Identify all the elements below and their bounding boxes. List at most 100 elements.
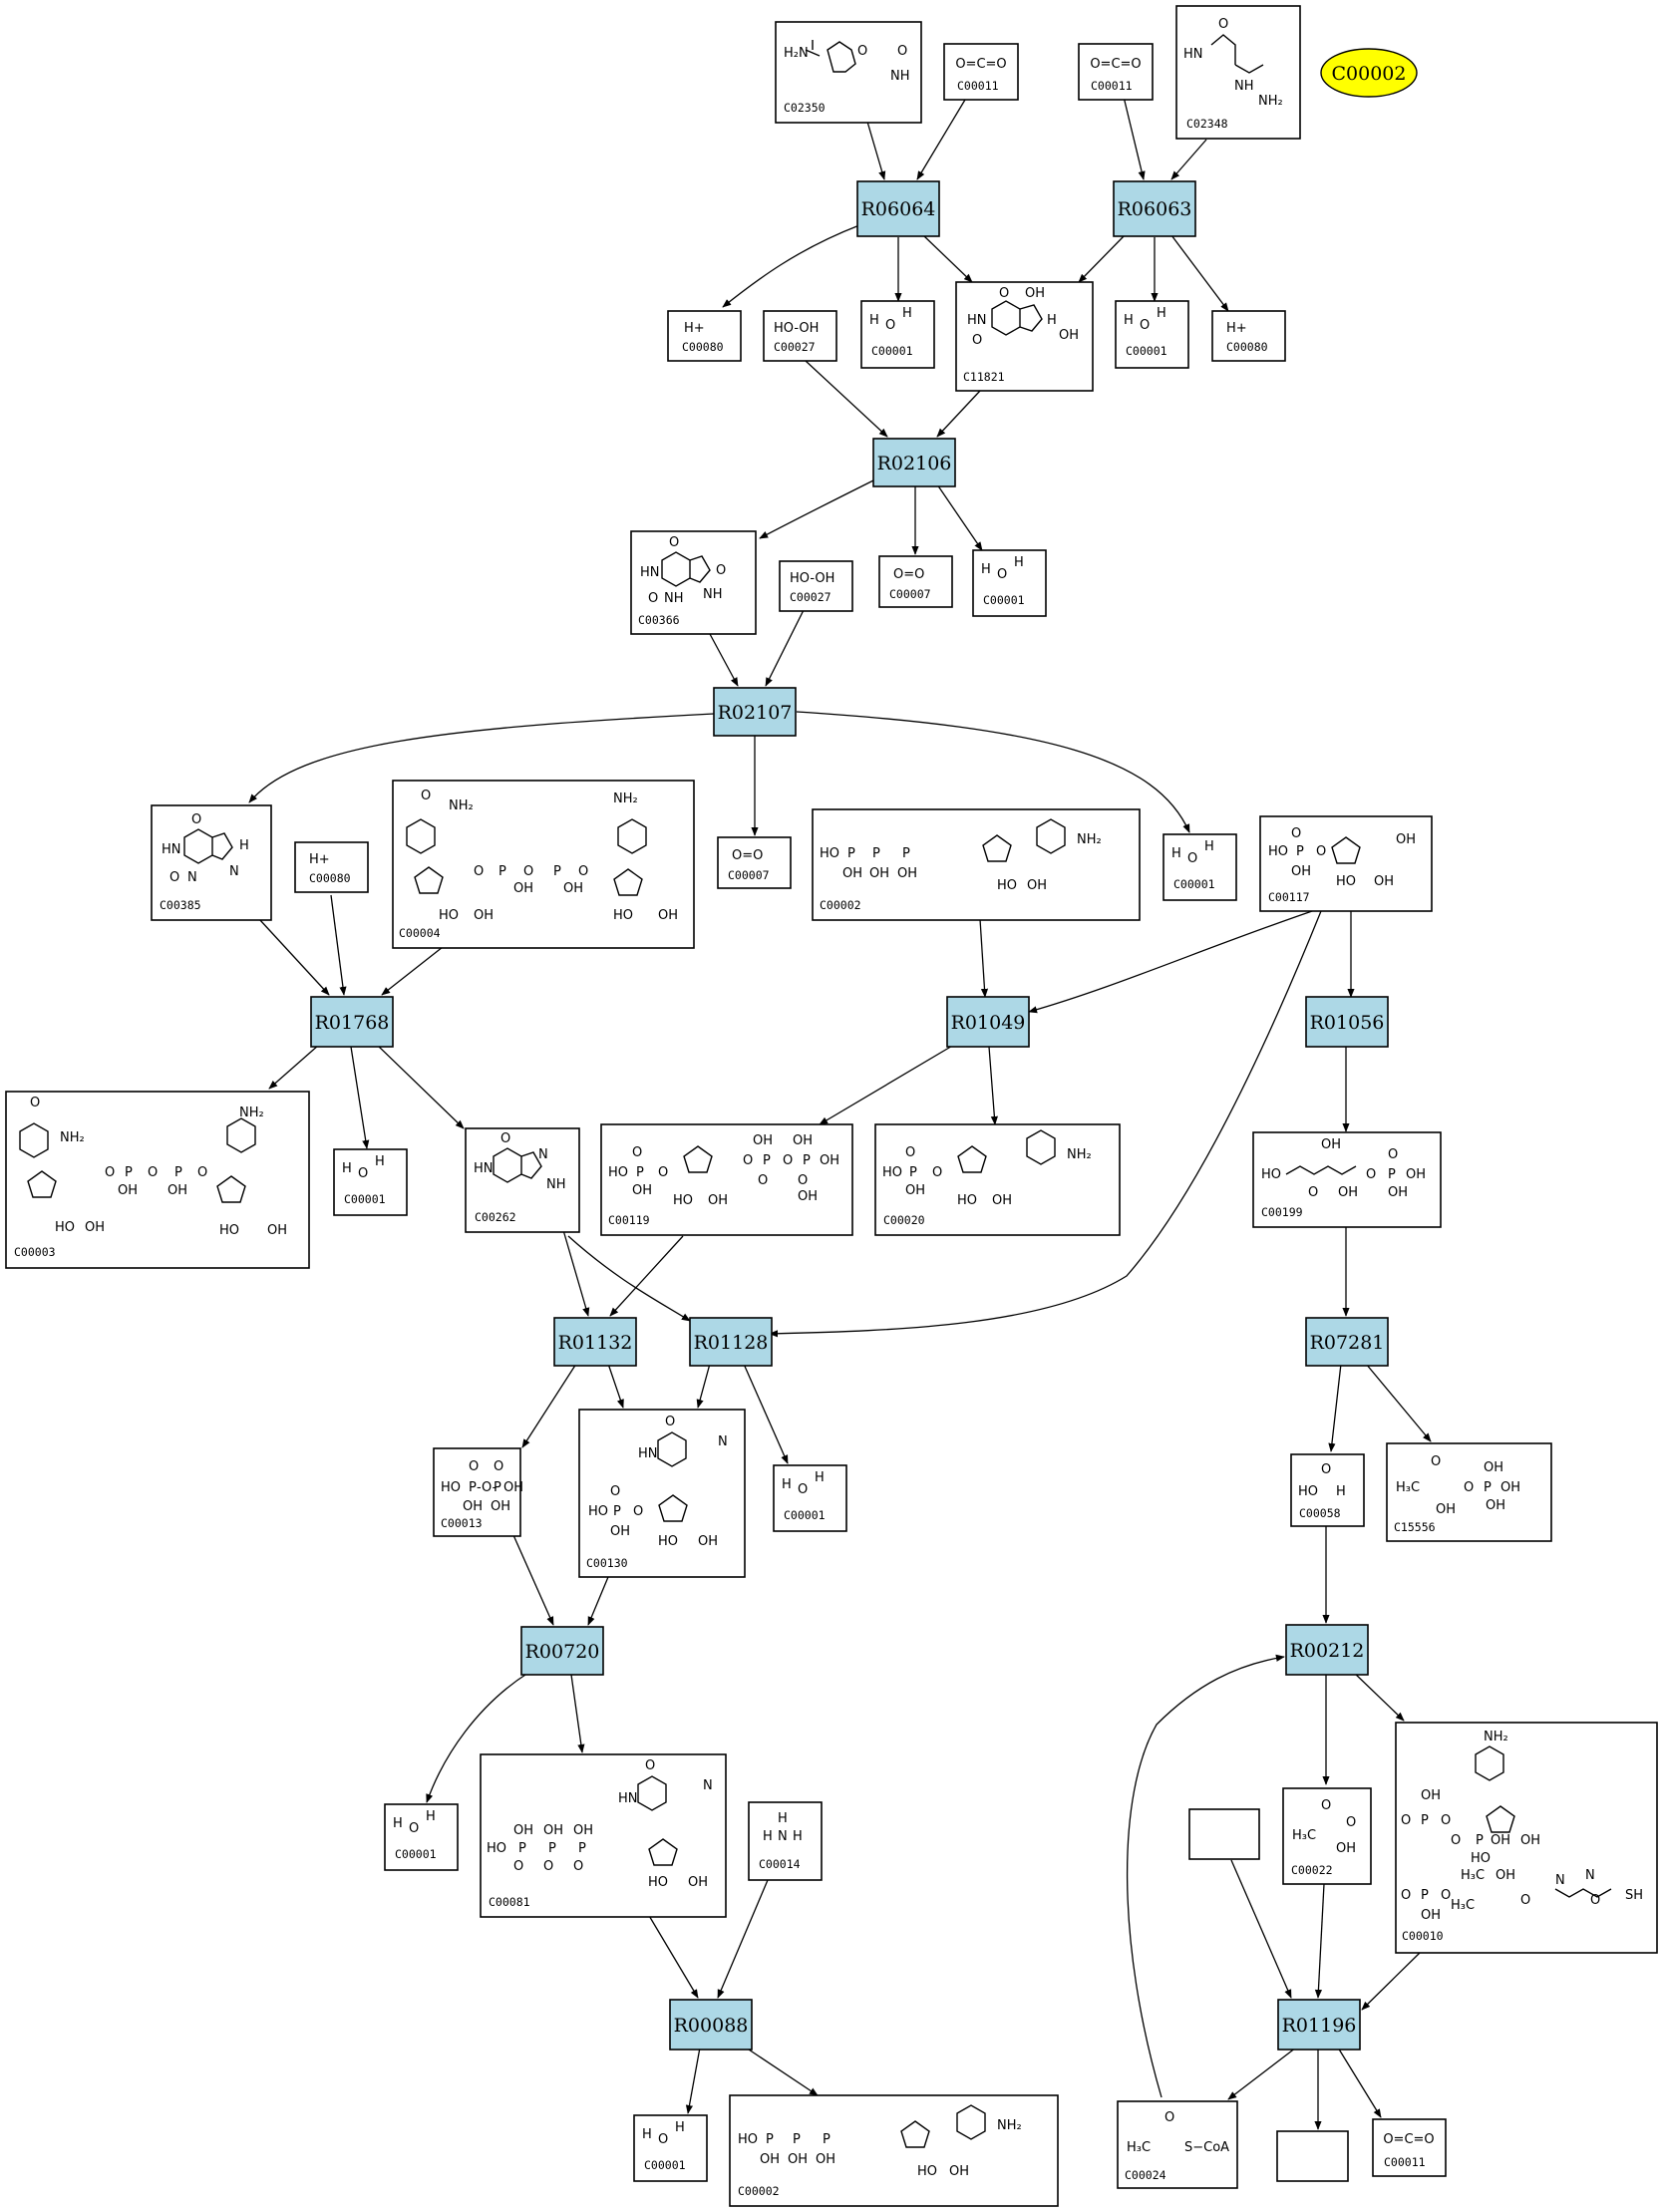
svg-text:P: P bbox=[902, 846, 910, 861]
svg-text:OH: OH bbox=[167, 1183, 187, 1198]
empty-compound-box[interactable] bbox=[1276, 2130, 1349, 2182]
compound-c11821[interactable]: O OH HN H OH O C11821 bbox=[955, 281, 1094, 392]
svg-text:OH: OH bbox=[563, 881, 583, 896]
svg-text:H: H bbox=[763, 1829, 773, 1844]
svg-text:NH₂: NH₂ bbox=[60, 1130, 85, 1145]
compound-id: C00199 bbox=[1261, 1205, 1303, 1219]
compound-c00022[interactable]: O H₃C O OH C00022 bbox=[1282, 1787, 1372, 1885]
reaction-r01128[interactable]: R01128 bbox=[689, 1317, 773, 1367]
svg-text:H: H bbox=[342, 1161, 352, 1176]
svg-text:NH₂: NH₂ bbox=[997, 2118, 1022, 2133]
reaction-label: R00212 bbox=[1290, 1640, 1365, 1662]
reaction-r02107[interactable]: R02107 bbox=[713, 687, 797, 737]
compound-c00080-a[interactable]: H+ C00080 bbox=[667, 310, 742, 362]
compound-c00027-b[interactable]: HO-OH C00027 bbox=[779, 560, 853, 612]
reaction-r00212[interactable]: R00212 bbox=[1285, 1624, 1369, 1676]
svg-text:OH: OH bbox=[1321, 1137, 1341, 1152]
compound-c00011-b[interactable]: O=C=O C00011 bbox=[1078, 43, 1154, 101]
reaction-r01056[interactable]: R01056 bbox=[1305, 996, 1389, 1048]
reaction-r01049[interactable]: R01049 bbox=[946, 996, 1030, 1048]
empty-compound-box[interactable] bbox=[1188, 1808, 1260, 1860]
svg-text:H: H bbox=[675, 2120, 685, 2135]
svg-text:OH: OH bbox=[760, 2152, 780, 2167]
svg-text:HO: HO bbox=[957, 1193, 977, 1208]
compound-c02348[interactable]: HN O NH NH₂ C02348 bbox=[1175, 5, 1301, 140]
compound-c00385[interactable]: O HN H O N N C00385 bbox=[151, 804, 272, 921]
compound-c00024[interactable]: O H₃C S−CoA C00024 bbox=[1117, 2100, 1238, 2189]
reaction-r00088[interactable]: R00088 bbox=[669, 1999, 753, 2051]
svg-text:H₃C: H₃C bbox=[1396, 1480, 1420, 1495]
svg-text:O: O bbox=[523, 864, 533, 879]
reaction-r06063[interactable]: R06063 bbox=[1113, 180, 1196, 237]
compound-id: C00022 bbox=[1291, 1863, 1333, 1877]
svg-text:H: H bbox=[1171, 846, 1181, 861]
reaction-r00720[interactable]: R00720 bbox=[520, 1626, 604, 1676]
compound-c00262[interactable]: O HN N NH C00262 bbox=[465, 1127, 580, 1233]
reaction-r06064[interactable]: R06064 bbox=[856, 180, 940, 237]
reaction-r07281[interactable]: R07281 bbox=[1305, 1317, 1389, 1367]
compound-id: C00080 bbox=[1226, 340, 1268, 354]
svg-text:O: O bbox=[658, 1165, 668, 1180]
reaction-label: R06063 bbox=[1118, 198, 1192, 220]
compound-c00011-c[interactable]: O=C=O C00011 bbox=[1372, 2118, 1447, 2177]
reaction-r02106[interactable]: R02106 bbox=[872, 438, 956, 487]
svg-text:HO: HO bbox=[487, 1841, 506, 1856]
compound-id: C00080 bbox=[309, 871, 351, 885]
svg-text:OH: OH bbox=[267, 1223, 287, 1238]
reaction-r01132[interactable]: R01132 bbox=[553, 1317, 637, 1367]
compound-c00366[interactable]: O HN O O NH NH C00366 bbox=[630, 530, 757, 635]
reaction-r01196[interactable]: R01196 bbox=[1277, 1999, 1361, 2051]
svg-text:HO: HO bbox=[613, 908, 633, 923]
svg-text:P: P bbox=[499, 864, 506, 879]
svg-text:OH: OH bbox=[658, 908, 678, 923]
compound-c00011-a[interactable]: O=C=O C00011 bbox=[943, 43, 1019, 101]
svg-text:NH₂: NH₂ bbox=[1258, 94, 1283, 109]
compound-formula: H+ bbox=[684, 321, 705, 336]
svg-text:H: H bbox=[1124, 313, 1134, 328]
svg-text:H: H bbox=[642, 2127, 652, 2142]
svg-text:NH₂: NH₂ bbox=[613, 791, 638, 806]
svg-text:OH: OH bbox=[632, 1183, 652, 1198]
compound-c00027-a[interactable]: HO-OH C00027 bbox=[763, 310, 837, 362]
compound-c00007-a[interactable]: O=O C00007 bbox=[878, 555, 953, 608]
compound-c00007-b[interactable]: O=O C00007 bbox=[717, 836, 792, 889]
compound-id: C00007 bbox=[728, 868, 770, 882]
reactions: R06064 R06063 R02106 R02107 R01768 R0104… bbox=[310, 180, 1389, 2051]
svg-text:H: H bbox=[375, 1154, 385, 1169]
svg-text:HO: HO bbox=[658, 1534, 678, 1549]
reaction-r01768[interactable]: R01768 bbox=[310, 996, 394, 1048]
compound-c00080-c[interactable]: H+ C00080 bbox=[294, 841, 369, 893]
svg-text:N: N bbox=[187, 870, 197, 885]
compound-c00080-b[interactable]: H+ C00080 bbox=[1211, 310, 1286, 362]
svg-text:N: N bbox=[703, 1778, 713, 1793]
svg-text:OH: OH bbox=[513, 881, 533, 896]
svg-text:N: N bbox=[229, 864, 239, 879]
svg-text:H: H bbox=[1204, 839, 1214, 854]
compound-id: C00001 bbox=[644, 2158, 686, 2172]
svg-text:OH: OH bbox=[820, 1153, 839, 1168]
compound-c02350[interactable]: H₂N O O NH C02350 bbox=[775, 21, 922, 124]
